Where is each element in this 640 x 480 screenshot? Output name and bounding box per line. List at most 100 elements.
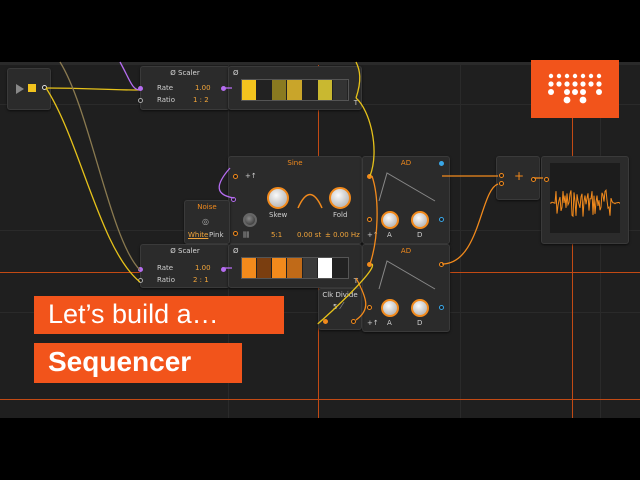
logo-dot bbox=[580, 89, 586, 95]
sequencer-module-bottom[interactable]: Ø T bbox=[228, 244, 362, 288]
logo-dot bbox=[556, 81, 562, 87]
link-icon[interactable]: ◎ bbox=[202, 217, 209, 226]
mod-input-jack[interactable] bbox=[367, 305, 372, 310]
rate-input-jack[interactable] bbox=[138, 267, 143, 272]
logo-dot bbox=[564, 73, 570, 79]
pink-option[interactable]: Pink bbox=[209, 231, 224, 239]
logo-dot bbox=[596, 89, 602, 95]
ratio-input-jack[interactable] bbox=[138, 98, 143, 103]
ratio-value[interactable]: 2 : 1 bbox=[193, 276, 209, 284]
divide-value[interactable]: 5 bbox=[333, 303, 338, 311]
ratio-label: Ratio bbox=[157, 96, 175, 104]
mixer-module[interactable]: + bbox=[496, 156, 540, 200]
envelope-output-jack[interactable] bbox=[439, 262, 444, 267]
banner-text-line1: Let’s build a… bbox=[48, 299, 219, 329]
plus-icon: + bbox=[514, 169, 525, 183]
transport-module[interactable] bbox=[7, 68, 51, 110]
stop-icon[interactable] bbox=[28, 84, 36, 92]
pitch-input-jack[interactable] bbox=[233, 231, 238, 236]
attack-knob[interactable] bbox=[381, 299, 399, 317]
rate-output-jack[interactable] bbox=[221, 267, 226, 272]
noise-module[interactable]: Noise ◎ White Pink bbox=[184, 200, 230, 244]
step-sequence[interactable] bbox=[241, 79, 349, 101]
clock-input-jack[interactable] bbox=[323, 319, 328, 324]
sequence-step[interactable] bbox=[332, 80, 348, 100]
scaler-module-bottom[interactable]: Ø Scaler Rate 1.00 Ratio 2 : 1 bbox=[138, 244, 230, 288]
phase-symbol: Ø bbox=[233, 69, 239, 77]
logo-dot bbox=[572, 89, 578, 95]
step-sequence[interactable] bbox=[241, 257, 349, 279]
hz-value[interactable]: ± 0.00 Hz bbox=[325, 231, 360, 239]
rate-input-jack[interactable] bbox=[138, 86, 143, 91]
ratio-value[interactable]: 5:1 bbox=[271, 231, 283, 239]
rate-label: Rate bbox=[157, 264, 174, 272]
attack-label: A bbox=[387, 319, 392, 327]
sequence-step[interactable] bbox=[302, 80, 318, 100]
noise-input-jack[interactable] bbox=[231, 197, 236, 202]
keyboard-icon[interactable]: ⫼⫼ bbox=[243, 231, 250, 239]
mixer-input-jack[interactable] bbox=[499, 173, 504, 178]
ad-title: AD bbox=[400, 247, 412, 255]
decay-knob[interactable] bbox=[411, 211, 429, 229]
logo-dot bbox=[548, 81, 554, 87]
scaler-module-top[interactable]: Ø Scaler Rate 1.00 Ratio 1 : 2 bbox=[138, 66, 230, 110]
play-icon[interactable] bbox=[16, 84, 24, 94]
logo-dot bbox=[572, 81, 578, 87]
envelope-graph bbox=[378, 172, 436, 202]
gate-input-jack[interactable] bbox=[367, 262, 372, 267]
trigger-label: T bbox=[353, 99, 358, 107]
fold-knob[interactable] bbox=[329, 187, 351, 209]
scope-module[interactable] bbox=[541, 156, 629, 244]
skew-knob[interactable] bbox=[267, 187, 289, 209]
output-jack[interactable] bbox=[439, 305, 444, 310]
attack-knob[interactable] bbox=[381, 211, 399, 229]
sequence-step[interactable] bbox=[317, 258, 333, 278]
transport-output-jack[interactable] bbox=[42, 85, 47, 90]
ratio-label: Ratio bbox=[157, 276, 175, 284]
ratio-input-jack[interactable] bbox=[138, 278, 143, 283]
logo-dot bbox=[572, 73, 578, 79]
sequencer-module-top[interactable]: Ø T bbox=[228, 66, 362, 110]
sequence-step[interactable] bbox=[332, 258, 348, 278]
rate-label: Rate bbox=[157, 84, 174, 92]
sine-shape-icon bbox=[297, 193, 323, 209]
envelope-output-jack[interactable] bbox=[439, 161, 444, 166]
ad-envelope-module-top[interactable]: AD +↑ A D bbox=[362, 156, 450, 244]
mod-input-jack[interactable] bbox=[367, 217, 372, 222]
rate-output-jack[interactable] bbox=[221, 86, 226, 91]
decay-knob[interactable] bbox=[411, 299, 429, 317]
semitone-value[interactable]: 0.00 st bbox=[297, 231, 322, 239]
mixer-input-jack[interactable] bbox=[499, 181, 504, 186]
sequence-step[interactable] bbox=[272, 80, 288, 100]
grid-line bbox=[460, 62, 461, 418]
logo-dot bbox=[563, 96, 571, 104]
clock-output-jack[interactable] bbox=[351, 319, 356, 324]
sine-oscillator-module[interactable]: Sine +↑ Skew Fold ⫼⫼ 5:1 0.00 st ± 0.00 … bbox=[228, 156, 362, 244]
clock-divide-module[interactable]: Clk Divide 5 ⁄ bbox=[318, 288, 362, 330]
sequence-step[interactable] bbox=[257, 80, 273, 100]
mixer-output-jack[interactable] bbox=[531, 177, 536, 182]
sequence-step[interactable] bbox=[287, 258, 303, 278]
waveform-display bbox=[550, 163, 620, 233]
rate-value[interactable]: 1.00 bbox=[195, 264, 211, 272]
sequence-step[interactable] bbox=[302, 258, 318, 278]
pitch-label: +↑ bbox=[367, 231, 379, 239]
sequence-step[interactable] bbox=[317, 80, 333, 100]
sequence-step[interactable] bbox=[242, 80, 258, 100]
sequence-step[interactable] bbox=[257, 258, 273, 278]
sequence-step[interactable] bbox=[287, 80, 303, 100]
ad-envelope-module-bottom[interactable]: AD +↑ A D bbox=[362, 244, 450, 332]
sine-title: Sine bbox=[287, 159, 303, 167]
scope-input-jack[interactable] bbox=[544, 177, 549, 182]
output-jack[interactable] bbox=[439, 217, 444, 222]
rate-value[interactable]: 1.00 bbox=[195, 84, 211, 92]
sequence-step[interactable] bbox=[242, 258, 258, 278]
sine-input-jack[interactable] bbox=[233, 174, 238, 179]
gate-input-jack[interactable] bbox=[367, 174, 372, 179]
sequence-step[interactable] bbox=[272, 258, 288, 278]
title-banner-line1: Let’s build a… bbox=[34, 296, 284, 334]
mod-knob[interactable] bbox=[243, 213, 257, 227]
decay-label: D bbox=[417, 231, 423, 239]
white-option[interactable]: White bbox=[188, 231, 209, 239]
ratio-value[interactable]: 1 : 2 bbox=[193, 96, 209, 104]
